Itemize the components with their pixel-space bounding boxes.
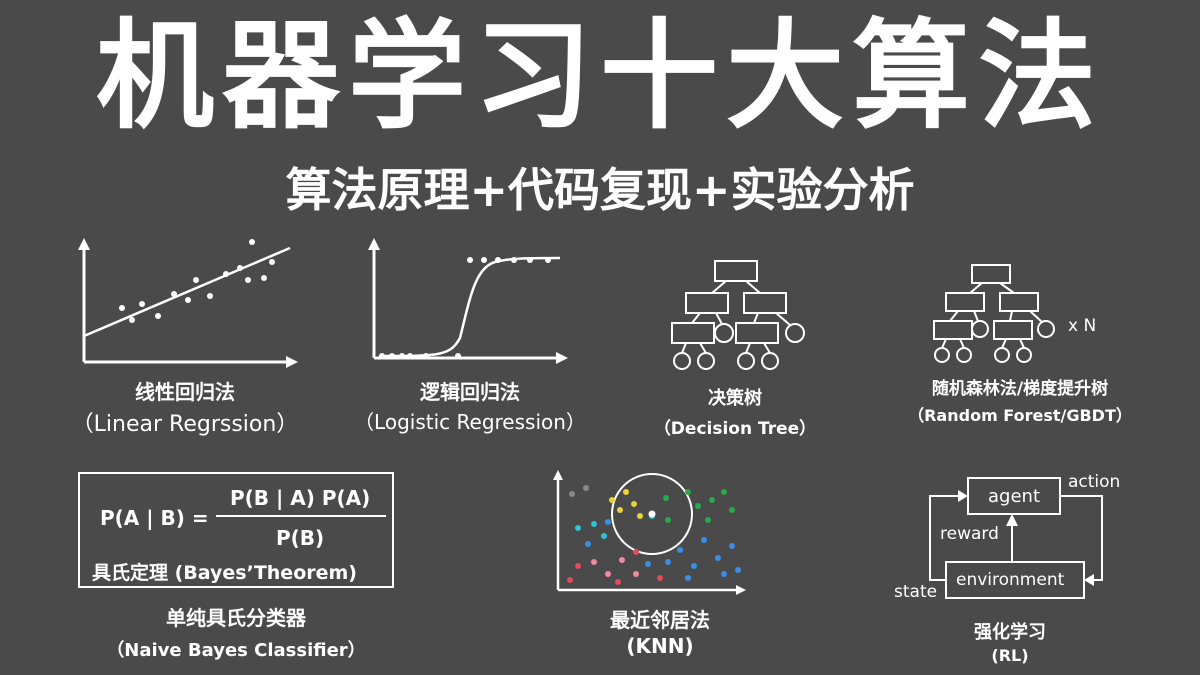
knn-point bbox=[569, 491, 575, 497]
knn-point bbox=[637, 513, 643, 519]
knn-point bbox=[615, 579, 621, 585]
linear-regression-english: （Linear Regrssion） bbox=[71, 412, 299, 437]
bayes-formula-box: P(A | B) = P(B | A) P(A) P(B) 具氏定理 (Baye… bbox=[78, 472, 394, 588]
knn-point bbox=[691, 563, 697, 569]
forest-multiplier: x N bbox=[1068, 316, 1097, 336]
knn-point bbox=[633, 571, 639, 577]
logistic-regression-label: 逻辑回归法 bbox=[420, 380, 520, 404]
knn-point bbox=[721, 489, 727, 495]
knn-point bbox=[585, 541, 591, 547]
knn-point bbox=[665, 517, 671, 523]
decision-tree-diagram bbox=[671, 260, 805, 370]
knn-point bbox=[657, 575, 663, 581]
knn-point bbox=[701, 537, 707, 543]
knn-plot bbox=[553, 470, 746, 595]
knn-label: 最近邻居法 bbox=[610, 608, 710, 632]
knn-point bbox=[665, 559, 671, 565]
knn-point bbox=[605, 571, 611, 577]
bayes-formula-denominator: P(B) bbox=[276, 526, 325, 550]
rl-panel: agent environment action reward state bbox=[890, 466, 1130, 616]
knn-point bbox=[605, 519, 611, 525]
knn-point bbox=[591, 521, 597, 527]
knn-point bbox=[575, 525, 581, 531]
linear-regression-panel bbox=[70, 238, 300, 370]
rl-action-label: action bbox=[1068, 472, 1121, 492]
knn-point bbox=[705, 517, 711, 523]
naive-bayes-label: 单纯具氏分类器 bbox=[166, 606, 306, 630]
knn-point bbox=[633, 549, 639, 555]
knn-point bbox=[715, 555, 721, 561]
random-forest-english: （Random Forest/GBDT） bbox=[908, 406, 1132, 425]
knn-point bbox=[617, 507, 623, 513]
decision-tree-panel bbox=[660, 255, 810, 375]
knn-query-point bbox=[648, 510, 656, 518]
page-title: 机器学习十大算法 bbox=[95, 7, 1104, 145]
random-forest-label: 随机森林法/梯度提升树 bbox=[931, 379, 1109, 399]
bayes-formula-lhs: P(A | B) = bbox=[100, 506, 209, 530]
linear-regression-plot bbox=[78, 238, 298, 368]
knn-point bbox=[677, 547, 683, 553]
logistic-regression-panel bbox=[360, 238, 570, 370]
linear-regression-label: 线性回归法 bbox=[135, 380, 235, 404]
knn-panel bbox=[548, 470, 748, 596]
knn-point bbox=[591, 559, 597, 565]
rl-diagram bbox=[929, 477, 1103, 599]
random-forest-diagram bbox=[933, 264, 1055, 363]
knn-point bbox=[709, 497, 715, 503]
rl-state-label: state bbox=[894, 582, 938, 602]
logistic-regression-english: （Logistic Regression） bbox=[354, 410, 586, 434]
decision-tree-english: （Decision Tree） bbox=[653, 419, 817, 439]
rl-label: 强化学习 bbox=[974, 622, 1046, 643]
rl-agent-label: agent bbox=[988, 486, 1040, 507]
knn-point bbox=[575, 563, 581, 569]
knn-point bbox=[685, 575, 691, 581]
knn-point bbox=[729, 507, 735, 513]
bayes-fraction-line bbox=[216, 515, 386, 517]
knn-point bbox=[631, 501, 637, 507]
knn-point bbox=[583, 485, 589, 491]
knn-point bbox=[721, 571, 727, 577]
knn-point bbox=[729, 543, 735, 549]
logistic-regression-plot bbox=[368, 238, 568, 364]
page-subtitle: 算法原理+代码复现+实验分析 bbox=[285, 163, 915, 217]
rl-environment-label: environment bbox=[956, 570, 1065, 590]
knn-point bbox=[623, 489, 629, 495]
knn-point bbox=[735, 567, 741, 573]
knn-point bbox=[567, 577, 573, 583]
bayes-theorem-label: 具氏定理 (Bayes’Theorem) bbox=[92, 562, 357, 584]
knn-english: (KNN) bbox=[626, 634, 694, 658]
knn-point bbox=[695, 503, 701, 509]
naive-bayes-english: （Naive Bayes Classifier） bbox=[106, 640, 366, 661]
knn-point bbox=[601, 533, 607, 539]
knn-point bbox=[609, 497, 615, 503]
knn-point bbox=[685, 489, 691, 495]
rl-english: (RL) bbox=[991, 646, 1029, 665]
bayes-formula-numerator: P(B | A) P(A) bbox=[230, 486, 371, 510]
random-forest-panel bbox=[922, 255, 1062, 375]
knn-point bbox=[619, 557, 625, 563]
decision-tree-label: 决策树 bbox=[708, 388, 762, 409]
knn-point bbox=[645, 561, 651, 567]
rl-reward-label: reward bbox=[940, 524, 999, 544]
knn-point bbox=[663, 495, 669, 501]
